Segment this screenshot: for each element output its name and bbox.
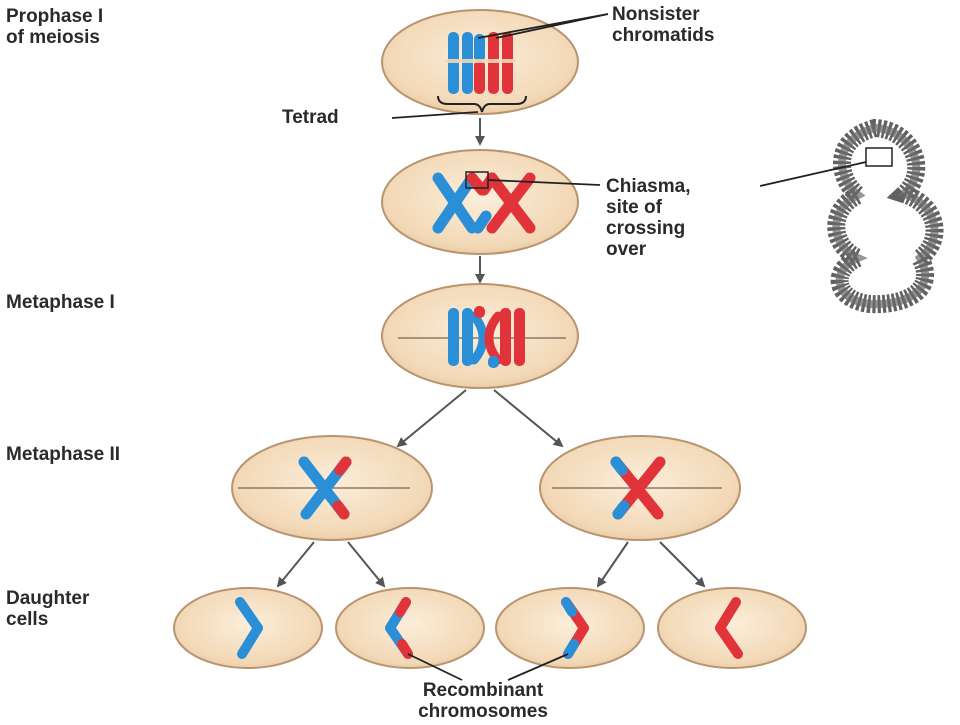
chiasma-micrograph — [827, 118, 944, 314]
label-metaphase2: Metaphase II — [6, 444, 121, 465]
chiasma-leader — [487, 179, 601, 186]
arrow-to-daughter-1 — [276, 541, 315, 588]
recombinant-leader-right — [507, 653, 569, 681]
nonsister-leader-2 — [495, 13, 609, 39]
metaphase2-cell-left — [231, 435, 433, 541]
label-recombinant-chromosomes: Recombinant chromosomes — [418, 680, 548, 722]
tetrad-chromosomes — [445, 32, 516, 94]
tetrad-brace — [437, 95, 527, 113]
metaphase1-chromosomes — [448, 306, 525, 368]
metaphase2-cell-right — [539, 435, 741, 541]
arrow-to-metaphase2-right — [493, 389, 564, 448]
recombinant-leader-left — [407, 653, 463, 681]
arrow-to-daughter-2 — [347, 541, 386, 588]
daughter-cell-3 — [495, 587, 645, 669]
micrograph-leader — [759, 161, 867, 187]
chiasma-cell — [381, 149, 579, 255]
label-daughter-cells: Daughter cells — [6, 588, 90, 630]
label-tetrad: Tetrad — [282, 107, 339, 128]
daughter-cell-4 — [657, 587, 807, 669]
label-chiasma: Chiasma, site of crossing over — [606, 176, 691, 260]
arrow-to-metaphase2-left — [396, 389, 467, 448]
tetrad-leader — [391, 111, 479, 119]
arrow-to-daughter-4 — [659, 541, 706, 588]
label-prophase: Prophase I of meiosis — [6, 6, 104, 48]
label-metaphase1: Metaphase I — [6, 292, 115, 313]
label-nonsister-chromatids: Nonsister chromatids — [612, 4, 715, 46]
daughter-cell-1 — [173, 587, 323, 669]
daughter-cell-2 — [335, 587, 485, 669]
arrow-to-daughter-3 — [596, 541, 629, 588]
